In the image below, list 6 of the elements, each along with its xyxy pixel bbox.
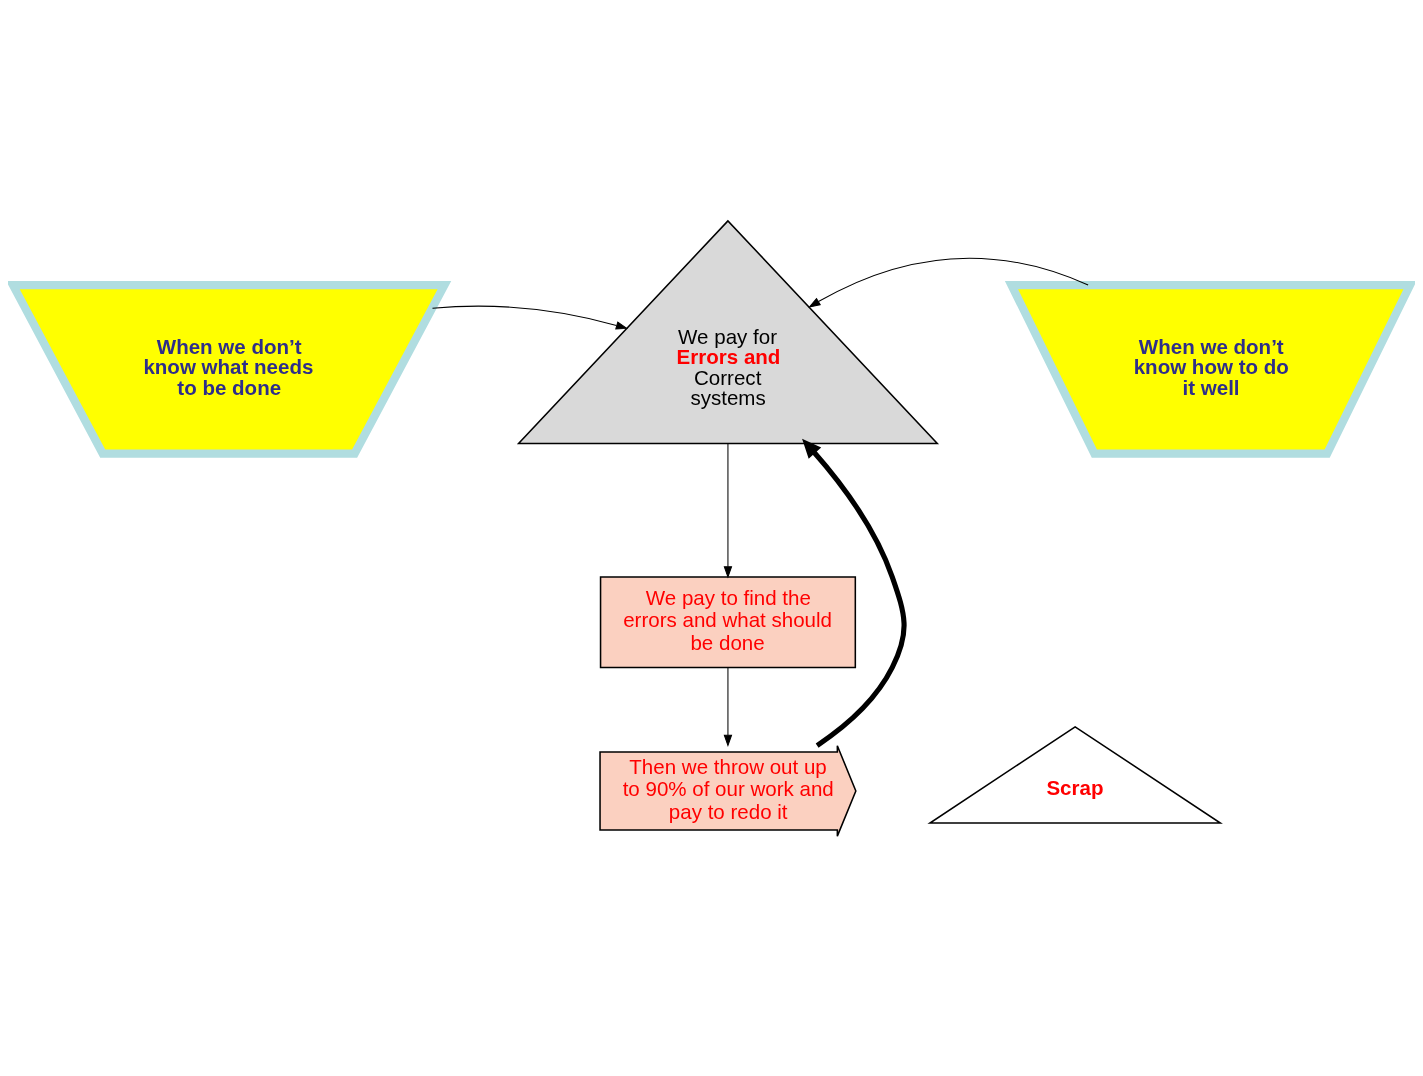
arrow: [808, 257, 1089, 308]
arrow: [802, 438, 907, 748]
arrow: [723, 667, 733, 748]
node-box: We pay to find the errors and what should be done: [599, 576, 857, 669]
arrow: [723, 443, 733, 579]
arrow: [431, 305, 629, 330]
